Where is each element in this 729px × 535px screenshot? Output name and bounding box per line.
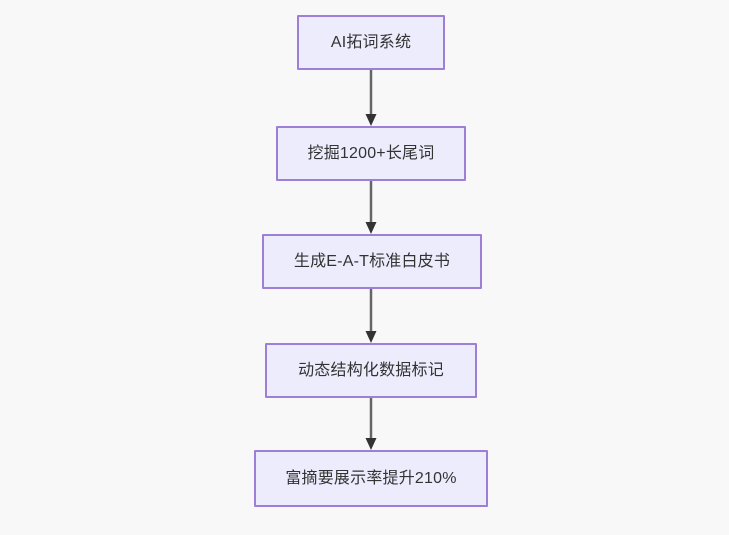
flow-node-label: 富摘要展示率提升210% — [285, 469, 457, 487]
flow-node-mine-longtail-keywords[interactable]: 挖掘1200+长尾词 — [276, 126, 466, 181]
flow-node-label: 生成E-A-T标准白皮书 — [293, 252, 451, 270]
flow-node-rich-snippet-impression-uplift[interactable]: 富摘要展示率提升210% — [254, 450, 488, 507]
edge-n1-n2 — [356, 70, 386, 126]
flow-node-label: 动态结构化数据标记 — [298, 361, 444, 379]
flow-node-ai-keyword-system[interactable]: AI拓词系统 — [297, 15, 445, 70]
flow-node-label: 挖掘1200+长尾词 — [307, 144, 435, 162]
flow-node-generate-eat-whitepaper[interactable]: 生成E-A-T标准白皮书 — [262, 234, 482, 289]
flow-node-dynamic-structured-data-markup[interactable]: 动态结构化数据标记 — [265, 343, 477, 398]
edge-n3-n4 — [356, 289, 386, 343]
flow-node-label: AI拓词系统 — [330, 33, 412, 51]
edge-n2-n3 — [356, 181, 386, 234]
edge-n4-n5 — [356, 398, 386, 450]
